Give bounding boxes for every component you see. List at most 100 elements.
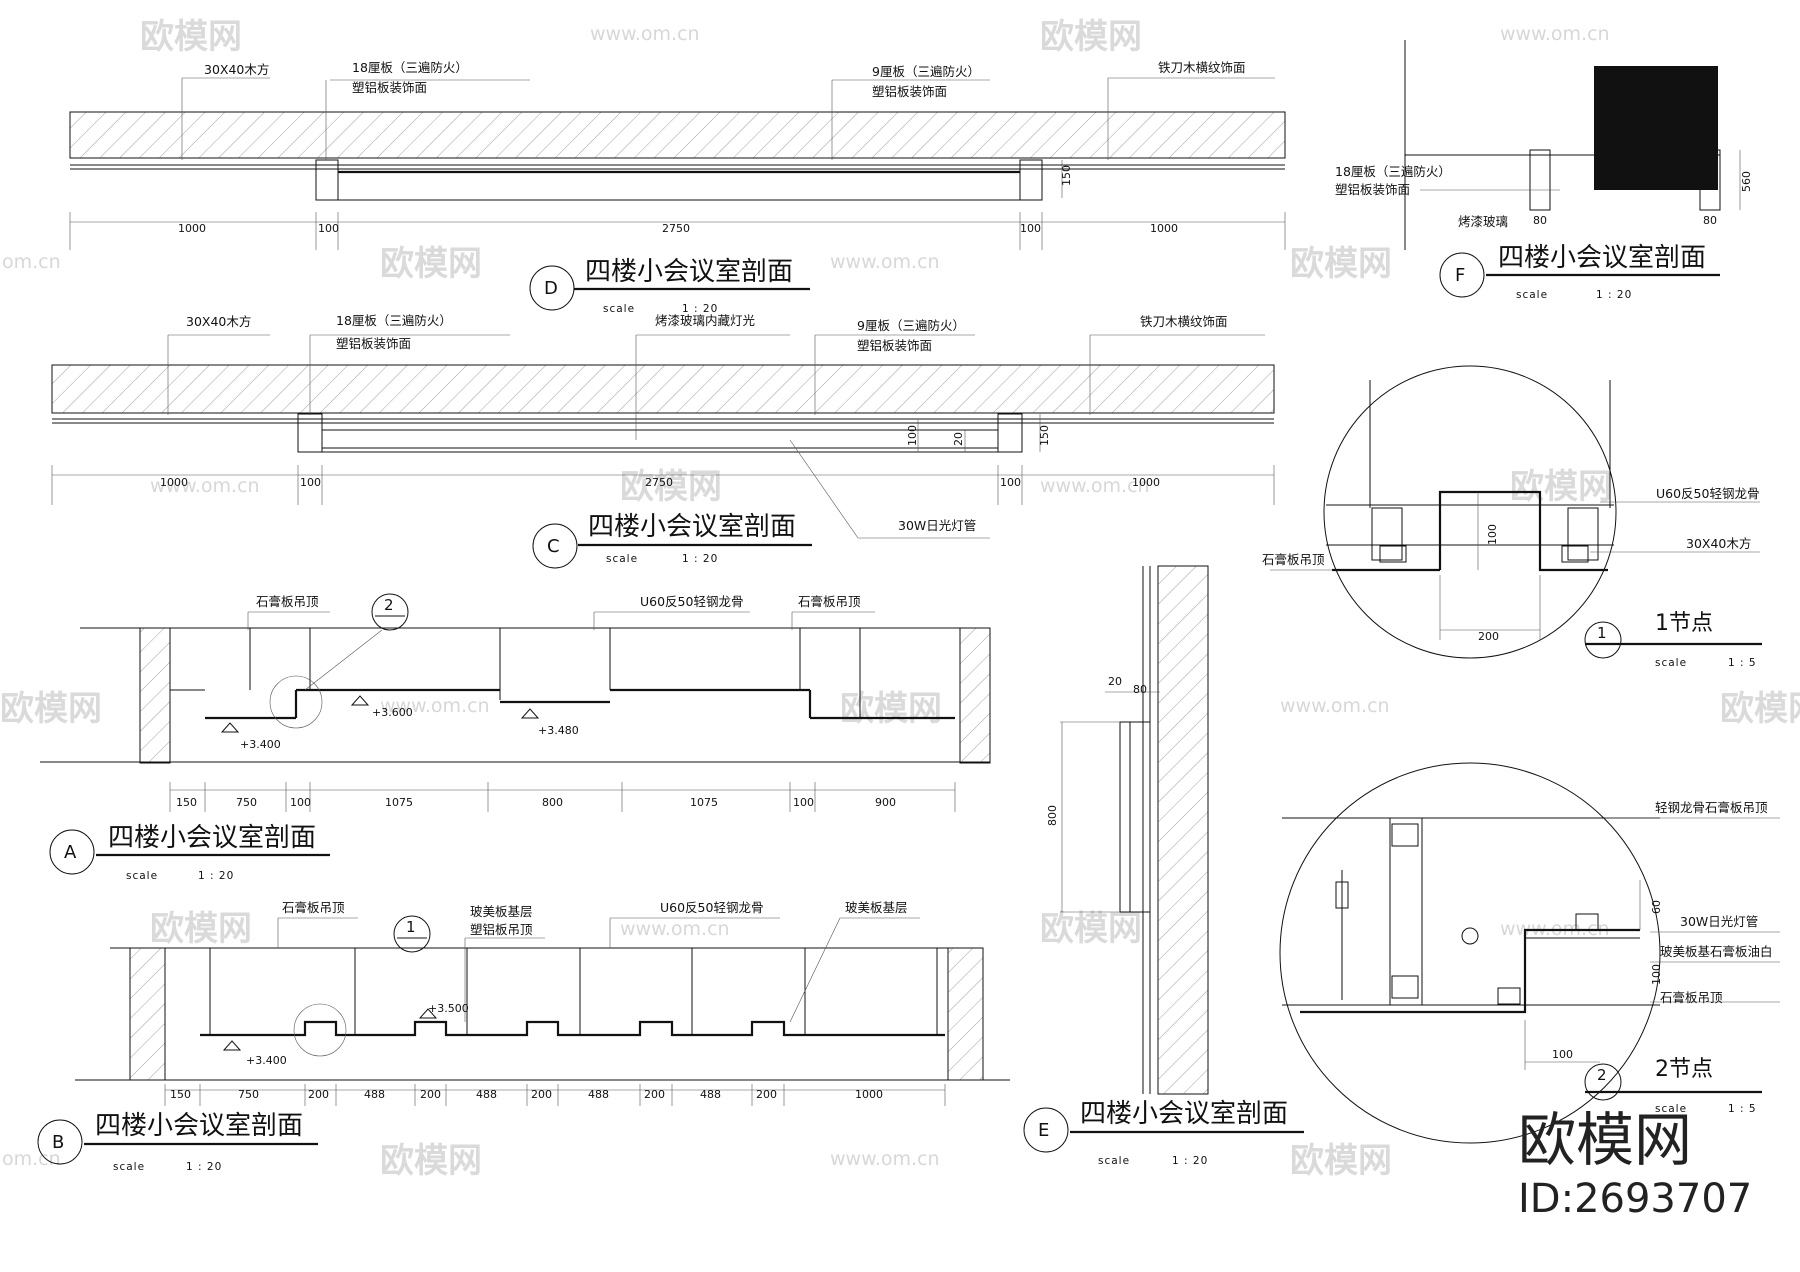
section-D: 30X40木方 18厘板（三遍防火） 塑铝板装饰面 9厘板（三遍防火） 塑铝板装… (69, 60, 1286, 315)
scale-label: scale (1655, 1103, 1687, 1115)
label: 石膏板吊顶 (798, 594, 861, 609)
label: U60反50轻钢龙骨 (640, 594, 743, 609)
detail-tag-circle (1584, 621, 1622, 659)
ceiling-step (1300, 928, 1640, 1014)
level-mark: +3.500 (428, 1002, 469, 1015)
wood-batten (1379, 545, 1407, 563)
dimension: 200 (308, 1088, 329, 1101)
watermark-logo: 欧模网 (1040, 17, 1142, 57)
wood-batten (1391, 823, 1419, 847)
scale-label: scale (113, 1161, 145, 1173)
watermark-url: www.om.cn (620, 918, 730, 940)
section-tag: A (64, 842, 77, 863)
watermark-url: www.om.cn (1500, 23, 1610, 45)
dimension: 1000 (1150, 222, 1178, 235)
label: 玻美板基石膏板油白 (1660, 944, 1773, 959)
detail-tag: 2 (1597, 1066, 1607, 1084)
detail-tag: 1 (406, 918, 416, 936)
dimension: 2750 (662, 222, 690, 235)
section-C: 30X40木方 18厘板（三遍防火） 塑铝板装饰面 烤漆玻璃内藏灯光 9厘板（三… (51, 313, 1275, 569)
wood-batten (1019, 159, 1043, 201)
label: 塑铝板装饰面 (336, 336, 411, 351)
dimension: 100 (290, 796, 311, 809)
dimension: 20 (952, 432, 965, 446)
scale-value: 1 : 20 (682, 303, 718, 315)
label: 30X40木方 (186, 314, 251, 329)
scale-label: scale (606, 553, 638, 565)
dimension: 750 (236, 796, 257, 809)
model-id: ID:2693707 (1518, 1176, 1752, 1222)
watermark-logo: 欧模网 (1040, 909, 1142, 949)
level-mark: +3.400 (246, 1054, 287, 1067)
glass-panel (1119, 721, 1131, 913)
watermark-url: www.om.cn (830, 251, 940, 273)
dimension: 800 (1046, 805, 1059, 826)
label: 石膏板吊顶 (1660, 990, 1723, 1005)
label: 30X40木方 (1686, 536, 1751, 551)
dimension: 900 (875, 796, 896, 809)
dimension: 100 (1020, 222, 1041, 235)
detail-tag: 1 (1597, 624, 1607, 642)
dimension: 488 (588, 1088, 609, 1101)
scale-label: scale (1098, 1155, 1130, 1167)
hanger-rod (1335, 881, 1349, 909)
section-tag: C (547, 536, 560, 557)
label: 铁刀木横纹饰面 (1158, 60, 1246, 75)
wood-batten (1529, 149, 1551, 211)
label: 18厘板（三遍防火） (336, 313, 452, 328)
dimension: 1000 (160, 476, 188, 489)
detail-tag: 2 (384, 596, 394, 614)
wood-batten (1497, 987, 1521, 1005)
steel-keel (1567, 507, 1599, 561)
section-tag-circle (1439, 252, 1485, 298)
dimension: 100 (906, 425, 919, 446)
dimension: 1075 (385, 796, 413, 809)
section-tag: D (544, 278, 558, 299)
level-mark: +3.400 (240, 738, 281, 751)
dimension: 1000 (1132, 476, 1160, 489)
dimension: 100 (793, 796, 814, 809)
section-E: 800 20 80 E 四楼小会议室剖面 scale 1 : 20 (1023, 565, 1304, 1167)
label: 塑铝板装饰面 (352, 80, 427, 95)
watermark-url: www.om.cn (380, 695, 490, 717)
dimension: 80 (1703, 214, 1717, 227)
watermark-url: www.om.cn (590, 23, 700, 45)
detail-tag-circle (1584, 1063, 1622, 1101)
section-tag: E (1038, 1120, 1049, 1141)
watermark-logo: 欧模网 (1290, 1141, 1392, 1181)
dimension: 800 (542, 796, 563, 809)
wall (1157, 565, 1209, 1095)
dimension: 750 (238, 1088, 259, 1101)
watermark-logo: 欧模网 (620, 467, 722, 507)
watermark-logo: 欧模网 (0, 689, 102, 729)
level-mark: +3.480 (538, 724, 579, 737)
label: 铁刀木横纹饰面 (1140, 314, 1228, 329)
section-tag-circle (37, 1119, 83, 1165)
dimension: 100 (1552, 1048, 1573, 1061)
section-A: 石膏板吊顶 U60反50轻钢龙骨 石膏板吊顶 2 +3.600 +3.480 +… (40, 593, 991, 882)
detail-circle (1323, 365, 1617, 659)
wood-batten (1575, 913, 1599, 931)
watermark-logo: 欧模网 (1720, 689, 1800, 729)
section-title: 四楼小会议室剖面 (588, 512, 796, 542)
dimension: 100 (300, 476, 321, 489)
dimension: 560 (1740, 171, 1753, 192)
steel-keel (1371, 507, 1403, 561)
label: U60反50轻钢龙骨 (660, 900, 763, 915)
dimension: 100 (1000, 476, 1021, 489)
section-title: 四楼小会议室剖面 (95, 1111, 303, 1141)
fluorescent-tube (1461, 927, 1479, 945)
section-title: 四楼小会议室剖面 (108, 823, 316, 853)
watermark-url: om.cn (2, 1148, 61, 1170)
wall (129, 947, 166, 1081)
scale-value: 1 : 20 (1596, 289, 1632, 301)
detail-circle (1279, 762, 1661, 1144)
label: 玻美板基层 (470, 904, 533, 919)
detail-title: 2节点 (1655, 1057, 1713, 1082)
scale-value: 1 : 5 (1728, 1103, 1757, 1115)
label: 30W日光灯管 (898, 518, 976, 533)
watermark-logo: 欧模网 (140, 17, 242, 57)
label: 烤漆玻璃内藏灯光 (655, 313, 755, 328)
